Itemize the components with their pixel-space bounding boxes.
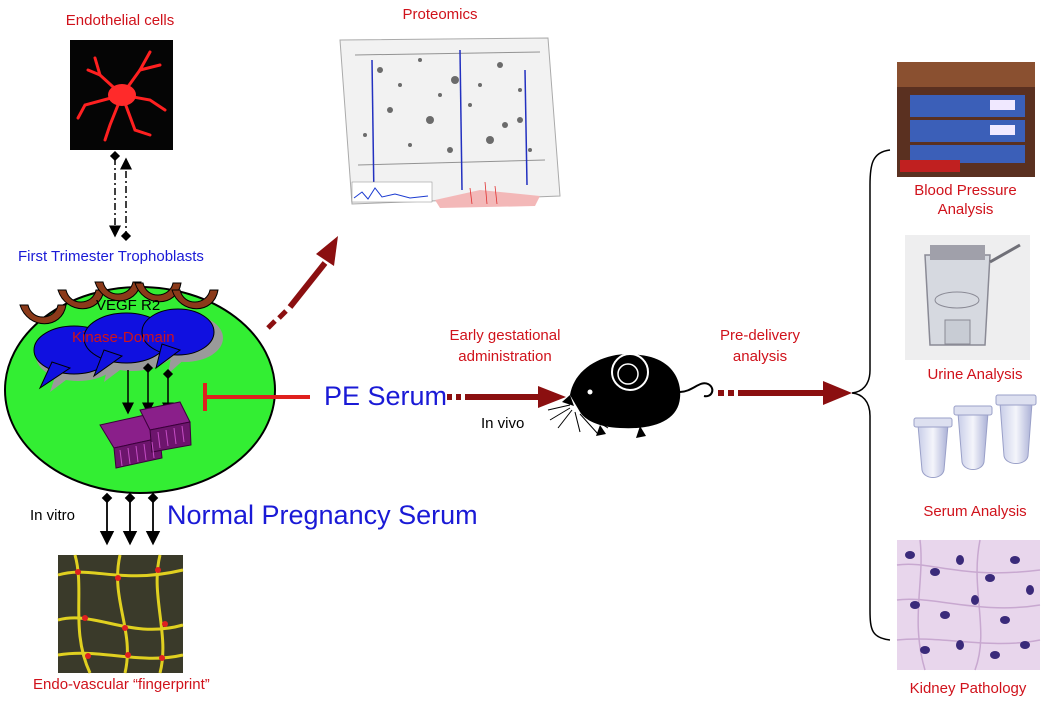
pre-delivery-label-line1: Pre-delivery: [719, 327, 801, 344]
kidney-pathology-label: Kidney Pathology: [909, 680, 1027, 697]
signaling-arrows: [122, 362, 174, 415]
curly-brace: [851, 149, 891, 641]
endo-vascular-label: Endo-vascular “fingerprint”: [33, 676, 210, 693]
arrow-to-mouse: [447, 386, 566, 408]
serum-tubes-image: [913, 394, 1037, 478]
blood-pressure-label-line2: Analysis: [937, 201, 994, 218]
blue-receptors: [33, 308, 215, 390]
blood-pressure-label-line1: Blood Pressure: [914, 182, 1017, 199]
proteomics-label: Proteomics: [402, 6, 478, 23]
in-vivo-label: In vivo: [481, 415, 525, 432]
kinase-stack-icon: [99, 401, 192, 469]
inhibition-line: [203, 383, 310, 411]
proteomics-gel-image: [339, 37, 561, 208]
brown-receptors: [19, 281, 219, 325]
arrow-to-proteomics: [266, 236, 338, 330]
endothelial-cells-label: Endothelial cells: [65, 12, 175, 29]
early-gestational-label-line2: administration: [458, 348, 552, 365]
pre-delivery-label-line2: analysis: [732, 348, 788, 365]
kinase-domain-label: Kinase-Domain: [72, 329, 175, 346]
urine-analysis-label: Urine Analysis: [927, 366, 1023, 383]
vegf-r2-label: VEGF R2: [96, 297, 161, 314]
first-trimester-label: First Trimester Trophoblasts: [18, 248, 204, 265]
pe-serum-label: PE Serum: [324, 381, 448, 411]
metabolic-cage-image: [905, 235, 1030, 360]
serum-analysis-label: Serum Analysis: [923, 503, 1027, 520]
arrow-to-analysis: [718, 381, 852, 405]
in-vitro-label: In vitro: [30, 507, 76, 524]
endothelial-trophoblast-arrows: [109, 150, 132, 242]
normal-pregnancy-serum-label: Normal Pregnancy Serum: [167, 500, 478, 530]
tube-network-image: [57, 554, 184, 674]
early-gestational-label-line1: Early gestational: [449, 327, 561, 344]
endothelial-cell-image: [70, 40, 173, 150]
mouse-icon: [547, 353, 714, 438]
blood-pressure-device-image: [897, 62, 1035, 177]
kidney-histology-image: [896, 539, 1041, 671]
in-vitro-arrows: [99, 492, 161, 546]
